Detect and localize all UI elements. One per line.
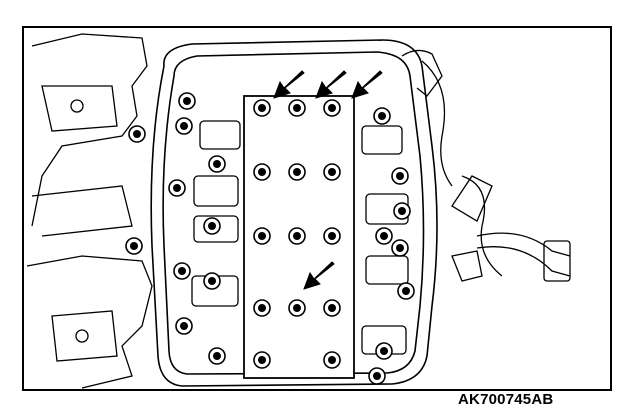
bolt-28-head bbox=[398, 207, 406, 215]
bolt-14-head bbox=[328, 356, 336, 364]
bolt-10-head bbox=[258, 304, 266, 312]
bolt-8-head bbox=[293, 232, 301, 240]
bolt-2-head bbox=[293, 104, 301, 112]
bolt-3-head bbox=[328, 104, 336, 112]
bolt-21-head bbox=[208, 277, 216, 285]
bolt-15-head bbox=[183, 97, 191, 105]
bolt-6-head bbox=[328, 168, 336, 176]
bolt-9-head bbox=[328, 232, 336, 240]
valve-body-illustration bbox=[22, 26, 612, 391]
bolt-11-head bbox=[293, 304, 301, 312]
bolt-18-head bbox=[173, 184, 181, 192]
bolt-31-head bbox=[402, 287, 410, 295]
engine-block-left bbox=[26, 33, 153, 389]
figure-code-label: AK700745AB bbox=[458, 391, 554, 408]
bolt-1-head bbox=[258, 104, 266, 112]
figure-border bbox=[22, 26, 612, 391]
arrow-indicator-3 bbox=[351, 70, 383, 99]
bolt-20-head bbox=[178, 267, 186, 275]
bolt-26-head bbox=[378, 112, 386, 120]
indicator-arrows bbox=[273, 70, 383, 290]
bolt-25-head bbox=[130, 242, 138, 250]
bolt-22-head bbox=[180, 322, 188, 330]
bolt-23-head bbox=[213, 352, 221, 360]
bolt-5-head bbox=[293, 168, 301, 176]
bolt-19-head bbox=[208, 222, 216, 230]
bolt-32-head bbox=[380, 347, 388, 355]
arrow-indicator-4 bbox=[303, 261, 335, 290]
bolt-7-head bbox=[258, 232, 266, 240]
bolt-29-head bbox=[380, 232, 388, 240]
bolt-4-head bbox=[258, 168, 266, 176]
bolt-27-head bbox=[396, 172, 404, 180]
bolt-33-head bbox=[373, 372, 381, 380]
bolt-group bbox=[125, 92, 415, 385]
valve-body-housing bbox=[150, 39, 438, 387]
bolt-24-head bbox=[133, 130, 141, 138]
figure-frame: AK700745AB bbox=[22, 26, 612, 407]
arrow-indicator-1 bbox=[273, 70, 305, 99]
wiring-harness-right bbox=[401, 49, 571, 282]
bolt-30-head bbox=[396, 244, 404, 252]
arrow-indicator-2 bbox=[315, 70, 347, 99]
bolt-16-head bbox=[180, 122, 188, 130]
bolt-17-head bbox=[213, 160, 221, 168]
bolt-12-head bbox=[328, 304, 336, 312]
bolt-13-head bbox=[258, 356, 266, 364]
